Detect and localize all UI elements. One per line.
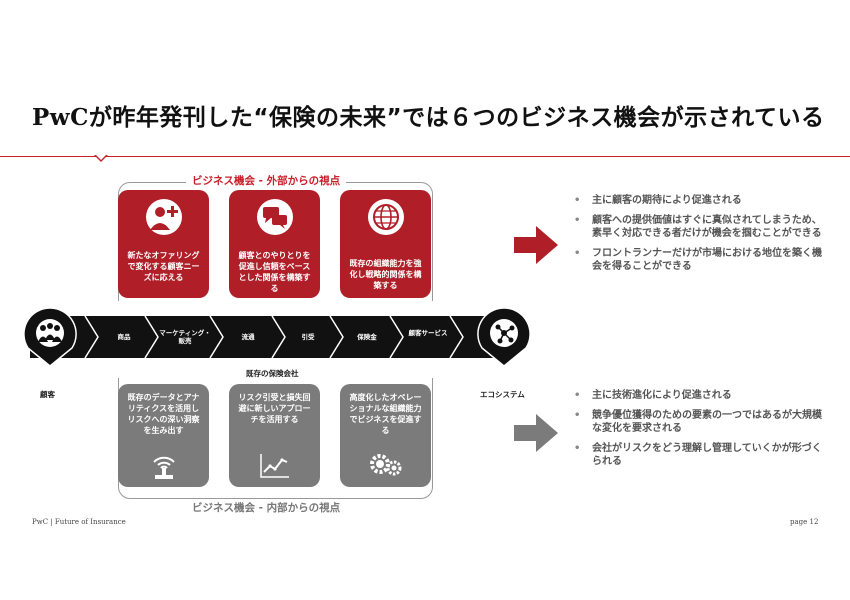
bullets-external: •主に顧客の期待により促進される •顧客への提供価値はすぐに真似されてしまうため… [572,194,827,280]
internal-card-3: 高度化したオペレーショナルな組織能力でビジネスを促進する [340,384,431,487]
chain-step-claims: 保険金 [357,333,377,341]
title-rule [0,156,850,157]
customers-group-icon [36,319,64,347]
external-card-3-text: 既存の組織能力を強化し戦略的関係を構築する [349,259,422,290]
ecosystem-node-label: エコシステム [480,390,525,399]
internal-section-label: ビジネス機会 - 内部からの視点 [186,500,347,515]
title-text: が昨年発刊した“保険の未来”では６つのビジネス機会が示されている [88,105,825,131]
red-arrow-icon [514,226,558,264]
customer-node-label: 顧客 [40,390,55,399]
signal-tower-icon [152,456,175,479]
chain-step-marketing: マーケティング・販売 [159,329,211,345]
chain-base [30,316,500,358]
ecosystem-network-icon [490,319,518,347]
footer-left: PwC | Future of Insurance [32,518,126,526]
chain-separator [271,315,286,359]
bullet-item: •顧客への提供価値はすぐに真似されてしまうため、素早く対応できる者だけが機会を掴… [574,215,822,239]
globe-icon [367,199,404,235]
bullet-item: •主に顧客の期待により促進される [574,195,742,206]
external-card-3: 既存の組織能力を強化し戦略的関係を構築する [340,190,431,298]
chain-separator [329,315,344,359]
external-card-1: 新たなオファリングで変化する顧客ニーズに応える [118,190,209,298]
external-section-label: ビジネス機会 - 外部からの視点 [186,173,347,188]
bullets-internal: •主に技術進化により促進される •競争優位獲得のための要素の一つではあるが大規模… [572,389,827,475]
chain-separator [84,315,99,359]
chain-step-distribution: 流通 [241,333,255,341]
chain-step-service: 顧客サービス [408,329,448,337]
external-card-2: 顧客とのやりとりを促進し信頼をベースとした関係を構築する [229,190,320,298]
chain-separator [144,315,159,359]
gray-arrow-icon [514,414,558,452]
chain-separator [449,315,464,359]
chain-caption: 既存の保険会社 [246,369,299,378]
trend-chart-icon [259,454,289,478]
internal-card-1: 既存のデータとアナリティクスを活用しリスクへの深い洞察を生み出す [118,384,209,487]
internal-card-3-text: 高度化したオペレーショナルな組織能力でビジネスを促進する [349,393,422,435]
brand-name: PwC [32,104,89,131]
bullet-item: •主に技術進化により促進される [574,390,732,401]
bullet-item: •会社がリスクをどう理解し管理していくかが形づくられる [574,443,822,467]
bullet-item: •フロントランナーだけが市場における地位を築く機会を得ることができる [574,248,822,272]
customer-plus-icon [145,199,182,235]
footer-page-number: page 12 [790,518,819,526]
chat-bubbles-icon [256,199,293,235]
external-card-2-text: 顧客とのやりとりを促進し信頼をベースとした関係を構築する [238,251,311,293]
internal-card-2-text: リスク引受と損失回避に新しいアプローチを活用する [238,393,311,424]
chain-separator [209,315,224,359]
bullet-item: •競争優位獲得のための要素の一つではあるが大規模な変化を要求される [574,410,822,434]
internal-card-1-text: 既存のデータとアナリティクスを活用しリスクへの深い洞察を生み出す [127,393,200,435]
internal-card-2: リスク引受と損失回避に新しいアプローチを活用する [229,384,320,487]
chain-separator [389,315,404,359]
external-card-1-text: 新たなオファリングで変化する顧客ニーズに応える [127,251,200,282]
chain-step-product: 商品 [117,333,131,341]
page-title: PwCが昨年発刊した“保険の未来”では６つのビジネス機会が示されている [32,98,832,132]
value-chain-band [23,308,531,367]
chain-step-underwriting: 引受 [301,333,315,341]
gears-icon [369,454,401,476]
